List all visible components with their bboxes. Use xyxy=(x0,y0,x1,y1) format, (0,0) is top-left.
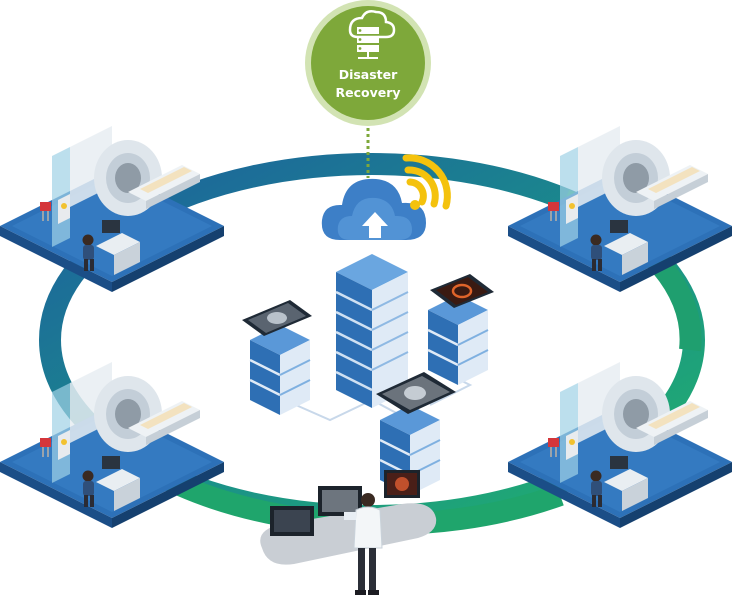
disaster-recovery-line1: Disaster xyxy=(338,67,398,82)
wifi-icon xyxy=(402,154,451,210)
image-server-left xyxy=(242,300,312,417)
scanner-room-top-left xyxy=(0,126,224,292)
central-server-rack xyxy=(335,254,409,408)
radiologist-figure xyxy=(344,493,383,595)
disaster-recovery-line2: Recovery xyxy=(335,85,401,100)
scanner-room-bottom-left xyxy=(0,362,224,528)
disaster-recovery-badge xyxy=(305,0,431,126)
cloud-server-icon xyxy=(348,10,396,59)
scanner-room-top-right xyxy=(508,126,732,292)
cloud-upload-icon xyxy=(321,178,426,262)
image-server-right xyxy=(426,274,494,387)
image-server-front xyxy=(376,372,456,497)
radiologist-workstation xyxy=(260,470,437,595)
disaster-recovery-label: Disaster Recovery xyxy=(300,66,436,102)
